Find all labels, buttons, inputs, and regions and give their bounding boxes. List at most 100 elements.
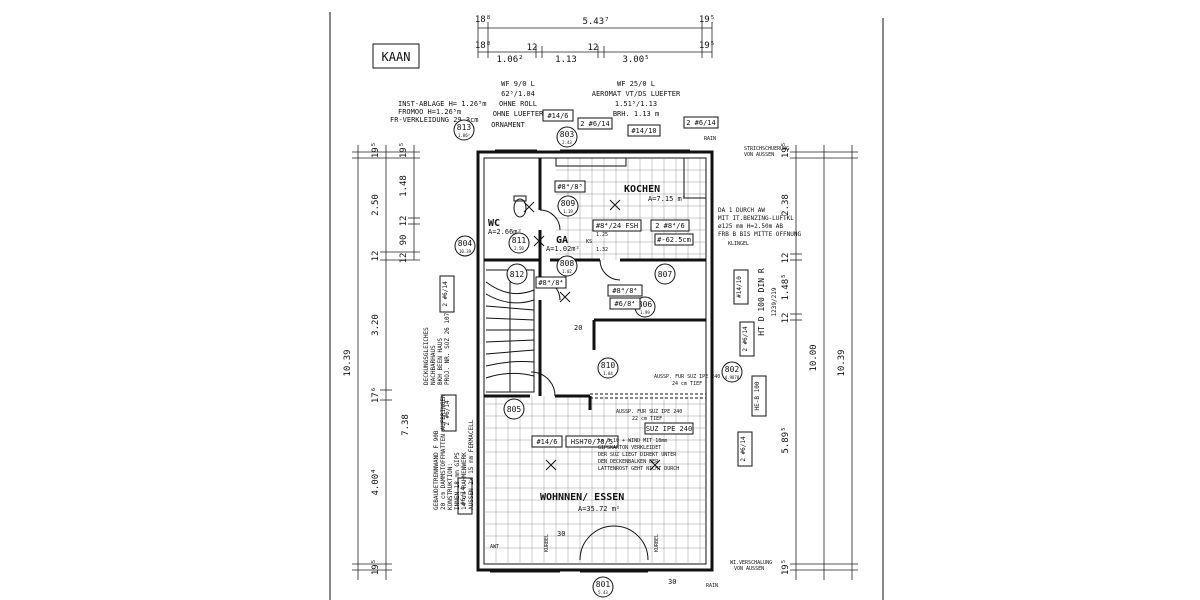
dim-top-seg5: 3.00⁵: [622, 55, 649, 65]
label-box-l17: 2 #6/14: [737, 431, 753, 467]
wc-toilet: [513, 195, 527, 218]
misc-20: 20: [574, 324, 582, 332]
tag-804-sub: 10.39: [459, 249, 472, 254]
dim-top-seg2: 12: [527, 43, 538, 53]
label-box-l3: #14/10: [627, 124, 661, 137]
label-box-l19: 2 #6/14: [441, 394, 457, 432]
tag-809: 809 1.19: [557, 195, 579, 217]
room-wc-name: WC: [488, 218, 500, 229]
misc-kurbel-b: KURBEL: [654, 534, 660, 552]
svg-text:#8⁴/8⁴: #8⁴/8⁴: [538, 279, 563, 287]
svg-text:2 #6/14: 2 #6/14: [740, 436, 747, 462]
label-box-l5: #8⁴/8³: [554, 180, 586, 193]
tag-813: 813 1.06³: [453, 119, 475, 141]
tag-812: 812: [506, 263, 528, 285]
room-kochen-area: A=7.15 m²: [648, 195, 686, 203]
tag-803-sub: 2.43: [562, 140, 572, 145]
note-steel-3: DER SUZ LIEGT DIREKT UNTER: [598, 452, 677, 458]
note-strich-top-1: STRICHSCHUERUNG: [744, 146, 789, 152]
note-deck-1: DECKUNGSGLEICHES: [423, 327, 430, 385]
window-wc-sub2: OHNE ROLL: [499, 100, 537, 108]
tag-805-number: 805: [507, 405, 522, 414]
label-box-l8: #-62.5cm: [654, 233, 694, 246]
misc-132: 1.32: [596, 247, 608, 253]
window-kitchen-sub1: AEROMAT VT/DS LUEFTER: [592, 90, 681, 98]
title-stamp-box: [372, 43, 420, 69]
tag-810: 810 1.84: [597, 357, 619, 379]
note-inst-3: FR-VERKLEIDUNG 29.3cm: [390, 116, 479, 124]
dim-top-right-edge-2: 19⁵: [699, 41, 715, 51]
room-wc-area: A=2.66m²: [488, 228, 522, 236]
tag-808: 808 1.02: [556, 255, 578, 277]
svg-text:#14/10: #14/10: [736, 276, 743, 298]
svg-text:2 #6/14: 2 #6/14: [444, 400, 451, 426]
window-wc-sub3: OHNE LUEFTER: [493, 110, 544, 118]
dim-right-inner-6: 10.00: [809, 344, 819, 371]
room-x-marks: [523, 199, 661, 471]
note-steel-2: GIPSKARTON VERKLEIDET: [598, 445, 661, 451]
tag-809-sub: 1.19: [563, 209, 573, 214]
note-deck: DECKUNGSGLEICHES NACHBARHAUS BKH BEEN HA…: [423, 312, 451, 385]
label-box-l9: #8⁴/8⁴: [607, 284, 643, 297]
window-wc-sub4: ORNAMENT: [491, 121, 526, 129]
misc-30-b: 30: [668, 578, 676, 586]
tag-810-number: 810: [601, 361, 616, 370]
misc-ks: KS: [586, 239, 592, 245]
label-box-l1: #14/6: [542, 109, 574, 122]
note-duct-4: FRB B BIS MITTE OFFNUNG: [718, 231, 801, 238]
misc-awt: AWT: [490, 544, 499, 550]
window-kitchen-name: WF 25/0 L: [617, 80, 655, 88]
tag-802-number: 802: [725, 365, 740, 374]
note-rain-bottom: RAIN: [706, 583, 718, 589]
dim-left-col-1: 19⁵: [399, 142, 409, 158]
note-steel-5: LATTENROST GEHT NICHT DURCH: [598, 466, 679, 472]
svg-text:HE-B 100: HE-B 100: [754, 381, 761, 410]
svg-text:SUZ IPE 240: SUZ IPE 240: [646, 425, 692, 433]
dim-top-left-edge-2: 18⁸: [475, 41, 491, 51]
dim-left-inner-3: 12: [371, 251, 381, 262]
dim-left-inner-1: 19⁵: [371, 142, 381, 158]
svg-text:2 #6/14: 2 #6/14: [580, 120, 610, 128]
note-wall-left-4: INNEN 18 mm GIPS: [454, 452, 461, 510]
svg-text:HSH70/70/5: HSH70/70/5: [571, 438, 613, 446]
note-deck-4: PROJ. NR. SOZ 26 107: [444, 312, 451, 385]
tag-801-sub: 5.43: [598, 590, 608, 595]
label-box-l16: HE-B 100: [751, 375, 767, 417]
label-box-l7: 2 #8⁴/6: [650, 219, 690, 232]
note-strich-bot-2: VON AUSSEN: [734, 566, 764, 572]
tag-809-number: 809: [561, 199, 576, 208]
dim-right-inner-4: 1.48⁵: [781, 273, 791, 300]
note-aussp-2: AUSSP. FUR SUZ IPE 240: [616, 409, 682, 415]
svg-text:#14/6: #14/6: [536, 438, 557, 446]
room-wohnen-area: A=35.72 m²: [578, 505, 620, 513]
tag-813-number: 813: [457, 123, 472, 132]
room-kochen-name: KOCHEN: [624, 184, 660, 195]
label-box-l15: SUZ IPE 240: [644, 422, 694, 435]
label-box-l2: 2 #6/14: [577, 117, 613, 130]
svg-text:#8⁴/8⁴: #8⁴/8⁴: [612, 287, 637, 295]
room-ga-name: GA: [556, 235, 568, 246]
note-aussp-1: AUSSP. FUR SUZ IPE 240: [654, 374, 720, 380]
note-strich-bot-1: WI.VERSCHALUNG: [730, 560, 772, 566]
misc-kurbel-a: KURBEL: [544, 534, 550, 552]
tag-807-number: 807: [658, 270, 673, 279]
dim-top-overall: 5.43⁷: [582, 17, 609, 27]
tag-811: 811 2.50: [508, 232, 530, 254]
window-kitchen-sub2: 1.51⁵/1.13: [615, 100, 657, 108]
note-wall-left-2: 20 cm DAMMSTOFFMATTEN AUFBRINGEN: [440, 394, 447, 510]
dim-left-inner-2: 2.50: [371, 194, 381, 216]
note-strich-top-2: VON AUSSEN: [744, 152, 774, 158]
note-inst-1: INST-ABLAGE H= 1.26⁵m: [398, 100, 487, 108]
note-steel-4: DEN DECKENBALKEN DER: [598, 459, 659, 465]
note-steel-1: L= 3.10 + WIND MIT 18mm: [598, 438, 667, 444]
dim-right-outer: 10.39: [837, 349, 847, 376]
label-box-l14: HSH70/70/5: [565, 435, 619, 448]
dim-left-inner-7: 4.00⁴: [371, 468, 381, 495]
label-box-l11: #14/10: [733, 269, 749, 305]
note-aussp-1b: 24 cm TIEF: [672, 381, 702, 387]
tag-801-number: 801: [596, 580, 611, 589]
svg-text:2 #6/14: 2 #6/14: [686, 119, 716, 127]
window-wc-name: WF 9/0 L: [501, 80, 535, 88]
tag-806-number: 806: [638, 300, 653, 309]
tag-812-number: 812: [510, 270, 525, 279]
